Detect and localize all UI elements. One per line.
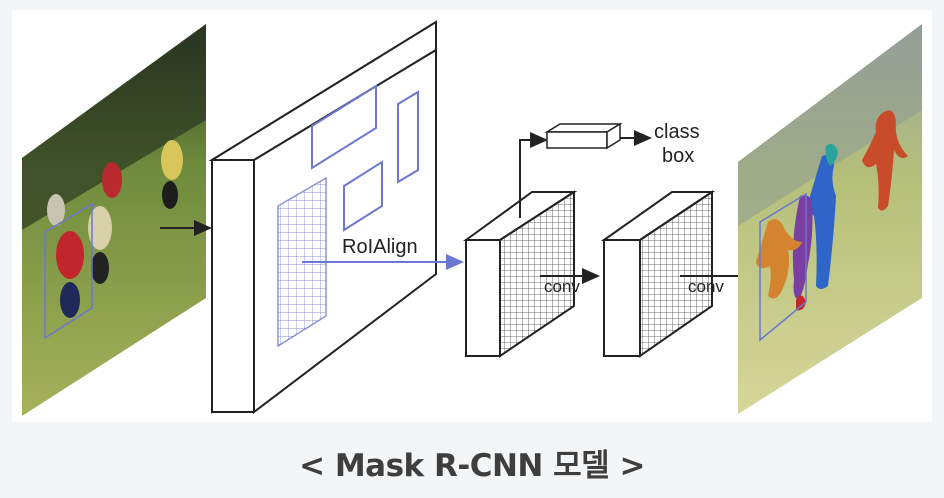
- mask-feature-block: [600, 190, 716, 358]
- backbone-feature-map: [208, 20, 437, 415]
- conv-label-2: conv: [688, 277, 724, 296]
- input-image: [22, 24, 206, 416]
- instance-masks: [756, 110, 908, 311]
- output-roi-box: [759, 192, 807, 342]
- proposal-box: [343, 160, 383, 232]
- box-label: box: [662, 145, 694, 167]
- conv-label-1: conv: [544, 277, 580, 296]
- player-figures: [47, 140, 183, 318]
- fc-block: [544, 122, 623, 150]
- proposal-box: [311, 84, 377, 170]
- roialign-label: RoIAlign: [342, 236, 418, 258]
- output-image: [738, 24, 922, 414]
- class-label: class: [654, 121, 700, 143]
- proposal-box: [397, 90, 419, 184]
- input-roi-box: [44, 202, 93, 340]
- figure-caption: < Mask R-CNN 모델 >: [299, 448, 645, 484]
